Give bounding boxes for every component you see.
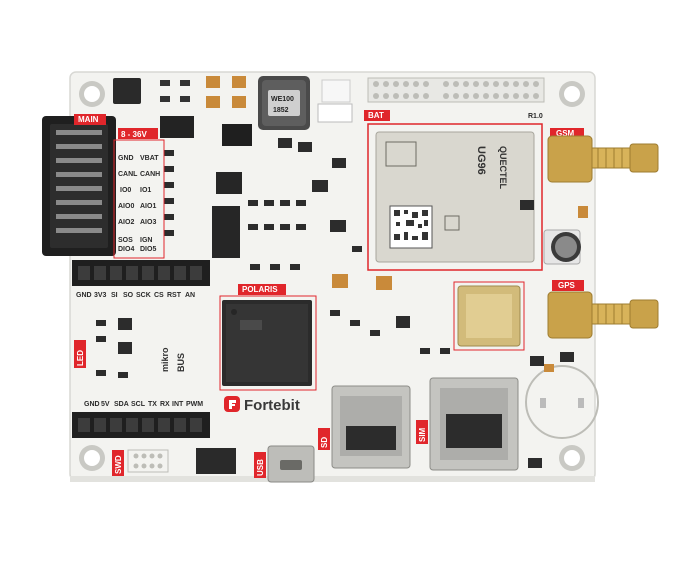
pin-label: 5V	[101, 401, 110, 408]
pin-label: IGN	[140, 237, 152, 244]
led-label-bg	[74, 340, 86, 368]
brand-name: Fortebit	[244, 397, 300, 414]
sim-card-slot	[429, 377, 519, 471]
smd-components	[96, 150, 574, 468]
cellular-module	[367, 123, 543, 271]
swd-header	[127, 448, 236, 474]
gsm-label-bg	[550, 128, 584, 139]
board-edge-shadow	[70, 476, 595, 482]
bottom-header-labels: GND 5V SDA SCL TX RX INT PWM	[84, 401, 203, 408]
sd-label-bg	[318, 428, 330, 450]
pin-label: DIO4	[118, 246, 134, 253]
polaris-label-bg	[238, 284, 286, 295]
pin-label: AIO3	[140, 219, 156, 226]
mikrobus-text-2: BUS	[176, 353, 186, 372]
pin-label: AIO0	[118, 203, 134, 210]
power-inductor	[258, 76, 310, 130]
main-label: MAIN	[78, 115, 99, 124]
pin-label: GND	[76, 292, 92, 299]
pin-label: 3V3	[94, 292, 107, 299]
voltage-label-bg	[118, 128, 158, 139]
gsm-antenna-connector	[547, 135, 659, 183]
pin-label: IO1	[140, 187, 151, 194]
bat-label-bg	[364, 110, 390, 121]
gps-label: GPS	[558, 281, 576, 290]
sd-card-slot	[331, 385, 411, 469]
bottom-pin-header	[72, 412, 210, 438]
pin-label: SOS	[118, 237, 133, 244]
microcontroller	[222, 300, 312, 386]
revision-label: R1.0	[528, 113, 543, 120]
pin-label: CS	[154, 292, 164, 299]
mounting-holes	[79, 81, 585, 471]
led-label: LED	[76, 350, 85, 366]
coin-cell-holder	[525, 365, 599, 439]
pin-label: CANH	[140, 171, 160, 178]
sim-label-bg	[416, 420, 428, 444]
module-name: UG96	[475, 146, 487, 175]
gsm-label: GSM	[556, 129, 575, 138]
inductor-code-2: 1852	[273, 107, 289, 114]
fortebit-logo-icon	[224, 396, 240, 412]
pin-label: GND	[118, 155, 134, 162]
pin-label: SDA	[114, 401, 129, 408]
bat-label: BAT	[368, 111, 384, 120]
pin-label: PWM	[186, 401, 203, 408]
pin-label: SCK	[136, 292, 151, 299]
polaris-label: POLARIS	[242, 285, 278, 294]
sd-label: SD	[320, 437, 329, 448]
pin-label: RST	[167, 292, 182, 299]
mikrobus-text-1: mikro	[160, 347, 170, 372]
pin-label: GND	[84, 401, 100, 408]
voltage-label: 8 - 36V	[121, 130, 147, 139]
inductor-code-1: WE100	[271, 96, 294, 103]
sim-label: SIM	[418, 427, 427, 442]
top-components	[113, 76, 353, 152]
pin-label: AIO1	[140, 203, 156, 210]
electrolytic-capacitor	[543, 229, 581, 265]
pin-label: RX	[160, 401, 170, 408]
pin-label: TX	[148, 401, 157, 408]
gps-label-bg	[552, 280, 584, 291]
main-connector	[42, 116, 116, 256]
gps-antenna-connector	[547, 291, 659, 339]
swd-label-bg	[112, 450, 124, 476]
gps-module	[457, 285, 521, 347]
bat-pin-header	[367, 77, 545, 103]
pin-label: SCL	[131, 401, 146, 408]
main-label-bg	[74, 114, 106, 125]
usb-label: USB	[256, 459, 265, 476]
usb-connector	[267, 445, 315, 483]
silkscreen-frames	[113, 139, 525, 391]
pin-label: DIO5	[140, 246, 156, 253]
pin-label: AIO2	[118, 219, 134, 226]
pin-label: AN	[185, 292, 195, 299]
pin-label: VBAT	[140, 155, 159, 162]
usb-label-bg	[254, 452, 266, 478]
pin-label: INT	[172, 401, 184, 408]
main-pin-labels: GND VBAT CANL CANH IO0 IO1 AIO0 AIO1 AIO…	[118, 155, 160, 253]
amber-capacitors	[332, 206, 588, 372]
pin-label: SI	[111, 292, 118, 299]
module-brand: QUECTEL	[498, 146, 508, 190]
swd-label: SWD	[114, 455, 123, 474]
pin-label: CANL	[118, 171, 138, 178]
pin-label: SO	[123, 292, 134, 299]
pin-label: IO0	[120, 187, 131, 194]
top-pin-header	[72, 260, 210, 286]
top-header-labels: GND 3V3 SI SO SCK CS RST AN	[76, 292, 195, 299]
